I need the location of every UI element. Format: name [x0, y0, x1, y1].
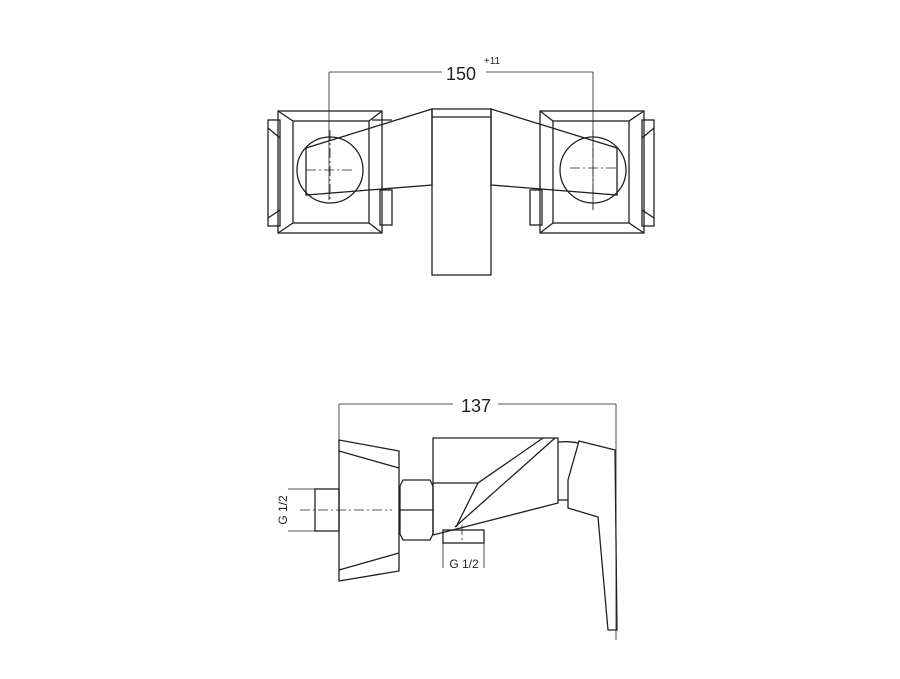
inlet-pipe: G 1/2 [276, 488, 392, 532]
outlet: G 1/2 [442, 525, 485, 571]
hex-nut [399, 479, 434, 541]
mixer-body-side [432, 437, 559, 536]
inlet-thread-label: G 1/2 [276, 495, 290, 525]
left-wall-plate [267, 110, 393, 234]
side-view: 137 G 1/2 G 1/2 [276, 396, 618, 640]
width-tolerance-label: +11 [484, 56, 501, 67]
depth-dimension: 137 [338, 396, 617, 640]
outlet-thread-label: G 1/2 [449, 557, 479, 571]
width-dimension: 150 +11 [328, 56, 594, 210]
top-view: 150 +11 [267, 56, 655, 276]
depth-dimension-label: 137 [461, 396, 491, 416]
right-wall-plate [529, 110, 655, 234]
width-dimension-label: 150 [446, 64, 476, 84]
lever-handle [557, 440, 618, 631]
wall-flange [338, 439, 400, 582]
mixer-body-top [305, 108, 618, 276]
